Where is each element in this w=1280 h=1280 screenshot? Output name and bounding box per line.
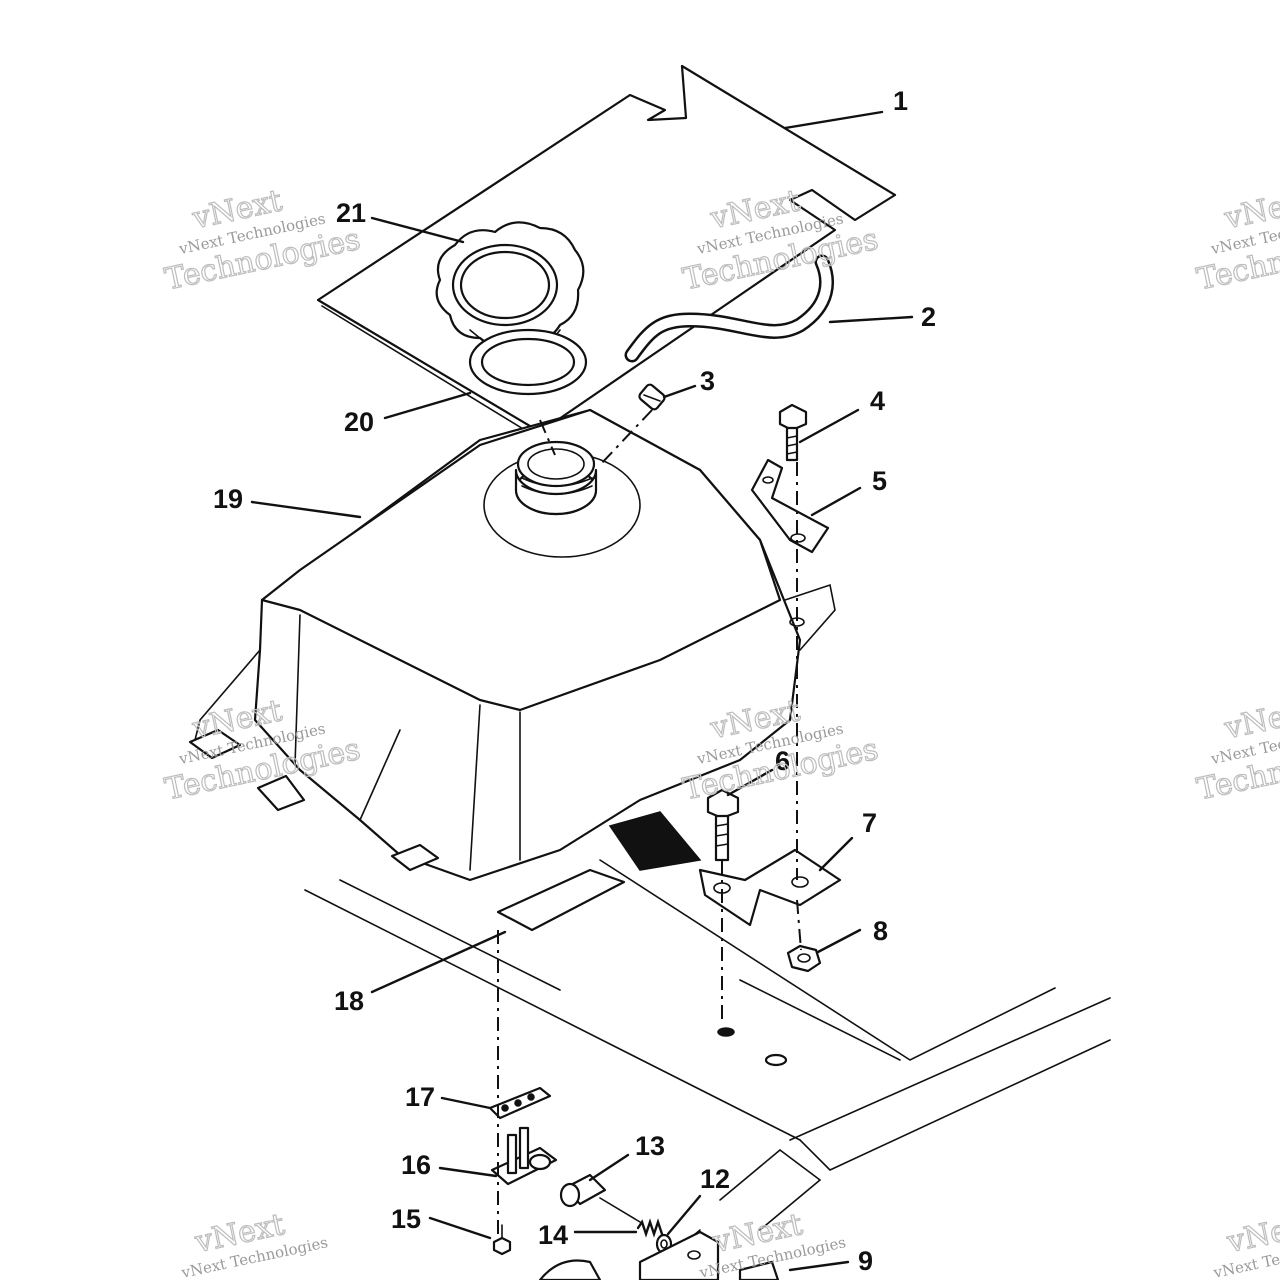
callout-20: 20 [344,407,374,437]
callout-1: 1 [893,86,908,116]
shutoff-plate [488,1086,552,1120]
screw [492,1224,512,1256]
callout-13: 13 [635,1131,665,1161]
fuel-valve [490,1126,558,1186]
fuel-tank [188,408,836,882]
callout-17: 17 [405,1082,435,1112]
callout-6: 6 [775,746,790,776]
spring [636,1218,664,1238]
vent-hose [624,254,834,363]
watermark-bottom-left: vNext vNext Technologies [179,1207,329,1280]
nut [786,944,822,973]
fuel-cap [435,221,585,377]
watermark-mid-right: vNext vNext Technologies Technologies [1193,693,1280,808]
watermark-bottom-right: vNext vNext Technologies [1211,1207,1280,1280]
cap-gasket [468,328,588,396]
heat-shield-plate [316,64,897,439]
vent-fitting [638,383,666,411]
frame-rails [304,859,1111,1280]
callout-4: 4 [870,386,885,416]
watermark-top-left: vNext vNext Technologies Technologies [161,183,364,298]
upper-bracket [750,458,830,554]
callout-21: 21 [336,198,366,228]
callout-5: 5 [872,466,887,496]
callout-3: 3 [700,366,715,396]
callout-14: 14 [538,1220,568,1250]
callout-19: 19 [213,484,243,514]
callout-16: 16 [401,1150,431,1180]
callout-8: 8 [873,916,888,946]
valve-knob [559,1173,641,1223]
strap-pad [496,811,702,932]
leader-lines [250,110,914,1272]
bolt-lower [706,788,740,862]
callout-labels: 1 2 3 4 5 6 7 8 9 12 13 14 15 16 17 18 1… [213,86,936,1276]
callout-2: 2 [921,302,936,332]
assembly-centerlines [497,409,802,1240]
callout-12: 12 [700,1164,730,1194]
callout-7: 7 [862,808,877,838]
callout-15: 15 [391,1204,421,1234]
bolt-upper [778,403,808,462]
watermark-top-right: vNext vNext Technologies Technologies [1193,183,1280,298]
callout-9: 9 [858,1246,873,1276]
callout-18: 18 [334,986,364,1016]
valve-bracket [538,1230,780,1280]
